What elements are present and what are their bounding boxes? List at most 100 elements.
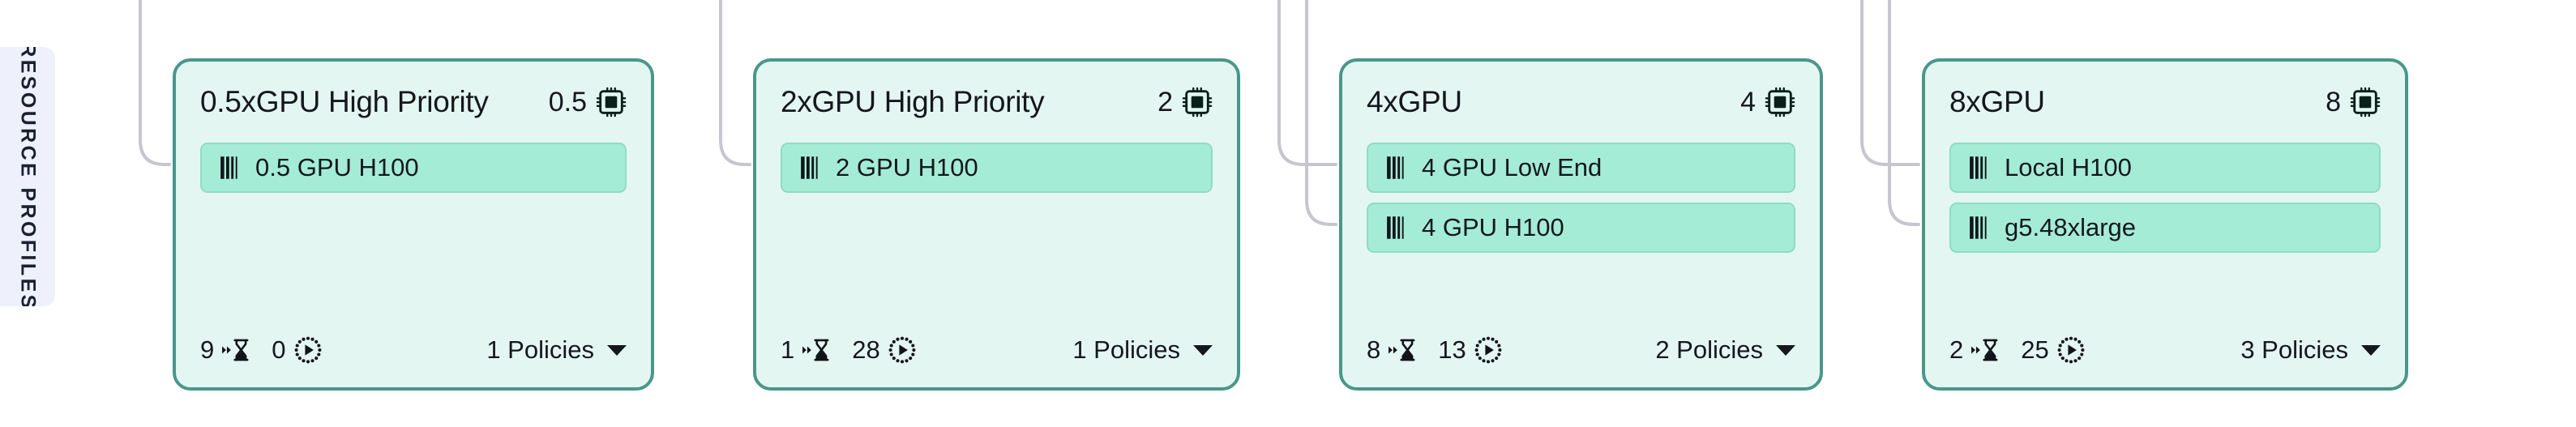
card-footer: 9 0 1 Policies [200, 331, 627, 369]
barcode-bars-icon [801, 156, 818, 179]
gpu-chip-icon [596, 87, 627, 117]
dotted-circle-play-icon [294, 336, 321, 364]
resource-pill[interactable]: g5.48xlarge [1949, 203, 2381, 253]
card-0-5x-gpu-high-priority[interactable]: 0.5xGPU High Priority 0.5 0.5 GPU H100 9 0… [173, 58, 654, 391]
rail-label: RESOURCE PROFILES [16, 47, 40, 306]
gpu-chip-icon [1182, 87, 1213, 117]
card-header: 2xGPU High Priority 2 [781, 83, 1213, 122]
connector-edge [1305, 0, 1337, 226]
resource-pill[interactable]: 4 GPU Low End [1367, 143, 1795, 193]
policies-label: 2 Policies [1655, 335, 1763, 364]
running-workloads-value: 0 [272, 335, 286, 364]
card-header: 4xGPU 4 [1367, 83, 1795, 122]
resource-pill-stack: 2 GPU H100 [781, 143, 1213, 193]
card-footer: 2 25 3 Policies [1949, 331, 2381, 369]
connector-edge [139, 0, 171, 166]
card-spacer [1949, 253, 2381, 331]
running-workloads-stat: 13 [1438, 335, 1502, 365]
fast-forward-hourglass-icon [222, 339, 249, 361]
fast-forward-hourglass-icon [1971, 339, 1998, 361]
gpu-capacity: 4 [1740, 87, 1795, 118]
gpu-count-value: 2 [1157, 86, 1173, 117]
policies-dropdown[interactable]: 1 Policies [486, 335, 627, 365]
running-workloads-value: 13 [1438, 335, 1466, 364]
policies-dropdown[interactable]: 2 Policies [1655, 335, 1795, 365]
card-footer: 8 13 2 Policies [1367, 331, 1795, 369]
running-workloads-stat: 0 [272, 335, 322, 365]
chevron-down-icon [2361, 344, 2381, 356]
pending-workloads-stat: 8 [1367, 335, 1417, 365]
card-stats: 9 0 [200, 335, 323, 365]
resource-pill[interactable]: 0.5 GPU H100 [200, 143, 627, 193]
resource-pill[interactable]: Local H100 [1949, 143, 2381, 193]
dotted-circle-play-icon [2057, 336, 2085, 364]
gpu-capacity: 0.5 [549, 87, 627, 118]
card-header: 0.5xGPU High Priority 0.5 [200, 83, 627, 122]
pending-workloads-stat: 2 [1949, 335, 2000, 365]
fast-forward-hourglass-icon [802, 339, 829, 361]
fast-forward-hourglass-icon [1389, 339, 1415, 361]
card-spacer [781, 193, 1213, 331]
resource-profiles-rail: RESOURCE PROFILES [0, 47, 55, 306]
gpu-count-value: 8 [2326, 86, 2341, 117]
connector-edge [1277, 0, 1337, 166]
resource-pill[interactable]: 4 GPU H100 [1367, 203, 1795, 253]
running-workloads-value: 28 [852, 335, 880, 364]
policies-label: 1 Policies [1072, 335, 1180, 364]
card-spacer [200, 193, 627, 331]
resource-pill-label: Local H100 [2005, 153, 2132, 181]
gpu-capacity: 2 [1157, 87, 1213, 118]
resource-pill-label: 2 GPU H100 [836, 153, 978, 181]
pending-workloads-value: 9 [200, 335, 215, 364]
card-stats: 2 25 [1949, 335, 2086, 365]
pending-workloads-stat: 1 [781, 335, 831, 365]
barcode-bars-icon [1970, 156, 1987, 179]
dotted-circle-play-icon [888, 336, 916, 364]
gpu-count-value: 0.5 [548, 86, 587, 117]
pending-workloads-value: 2 [1949, 335, 1964, 364]
gpu-chip-icon [2350, 87, 2381, 117]
card-title: 4xGPU [1367, 85, 1462, 118]
resource-pill-label: 4 GPU Low End [1422, 153, 1603, 181]
connector-edge [1888, 0, 1920, 226]
policies-label: 1 Policies [486, 335, 594, 364]
barcode-bars-icon [1387, 156, 1404, 179]
barcode-bars-icon [220, 156, 237, 179]
running-workloads-stat: 28 [852, 335, 916, 365]
resource-pill-label: 4 GPU H100 [1422, 213, 1564, 241]
policies-dropdown[interactable]: 1 Policies [1072, 335, 1213, 365]
gpu-count-value: 4 [1740, 86, 1756, 117]
pending-workloads-value: 1 [781, 335, 795, 364]
chevron-down-icon [1776, 344, 1795, 356]
card-spacer [1367, 253, 1795, 331]
chevron-down-icon [607, 344, 627, 356]
card-2x-gpu-high-priority[interactable]: 2xGPU High Priority 2 2 GPU H100 1 28 1 Po… [753, 58, 1240, 391]
resource-pill-stack: Local H100 g5.48xlarge [1949, 143, 2381, 253]
policies-dropdown[interactable]: 3 Policies [2240, 335, 2381, 365]
barcode-bars-icon [1387, 216, 1404, 239]
card-footer: 1 28 1 Policies [781, 331, 1213, 369]
policies-label: 3 Policies [2240, 335, 2348, 364]
resource-pill[interactable]: 2 GPU H100 [781, 143, 1213, 193]
card-stats: 1 28 [781, 335, 917, 365]
resource-pill-label: g5.48xlarge [2005, 213, 2137, 241]
resource-pill-stack: 4 GPU Low End 4 GPU H100 [1367, 143, 1795, 253]
chevron-down-icon [1193, 344, 1213, 356]
card-title: 0.5xGPU High Priority [200, 85, 489, 118]
pending-workloads-stat: 9 [200, 335, 250, 365]
connector-edge [719, 0, 751, 166]
barcode-bars-icon [1970, 216, 1987, 239]
connector-edge [1860, 0, 1920, 166]
card-stats: 8 13 [1367, 335, 1503, 365]
resource-pill-stack: 0.5 GPU H100 [200, 143, 627, 193]
pending-workloads-value: 8 [1367, 335, 1381, 364]
card-title: 2xGPU High Priority [781, 85, 1045, 118]
gpu-capacity: 8 [2326, 87, 2381, 118]
gpu-chip-icon [1765, 87, 1795, 117]
resource-pill-label: 0.5 GPU H100 [255, 153, 419, 181]
dotted-circle-play-icon [1474, 336, 1502, 364]
card-title: 8xGPU [1949, 85, 2045, 118]
